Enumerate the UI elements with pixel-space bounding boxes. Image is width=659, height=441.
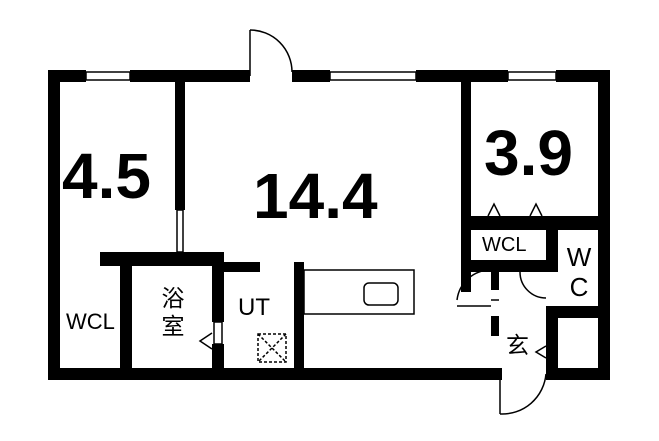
toilet-label-w: W bbox=[566, 242, 592, 272]
walls bbox=[48, 70, 610, 380]
east-closet-label: WCL bbox=[482, 234, 527, 256]
bath-label: 浴室 bbox=[161, 286, 185, 340]
entrance-label: 玄 bbox=[506, 333, 529, 359]
west-closet-label: WCL bbox=[66, 309, 115, 334]
living-room-size: 14.4 bbox=[253, 160, 378, 232]
east-room-size: 3.9 bbox=[484, 117, 573, 189]
fixtures bbox=[85, 29, 557, 415]
utility-label: UT bbox=[238, 294, 270, 321]
west-room-size: 4.5 bbox=[62, 140, 151, 212]
toilet-label-c: C bbox=[569, 272, 589, 302]
